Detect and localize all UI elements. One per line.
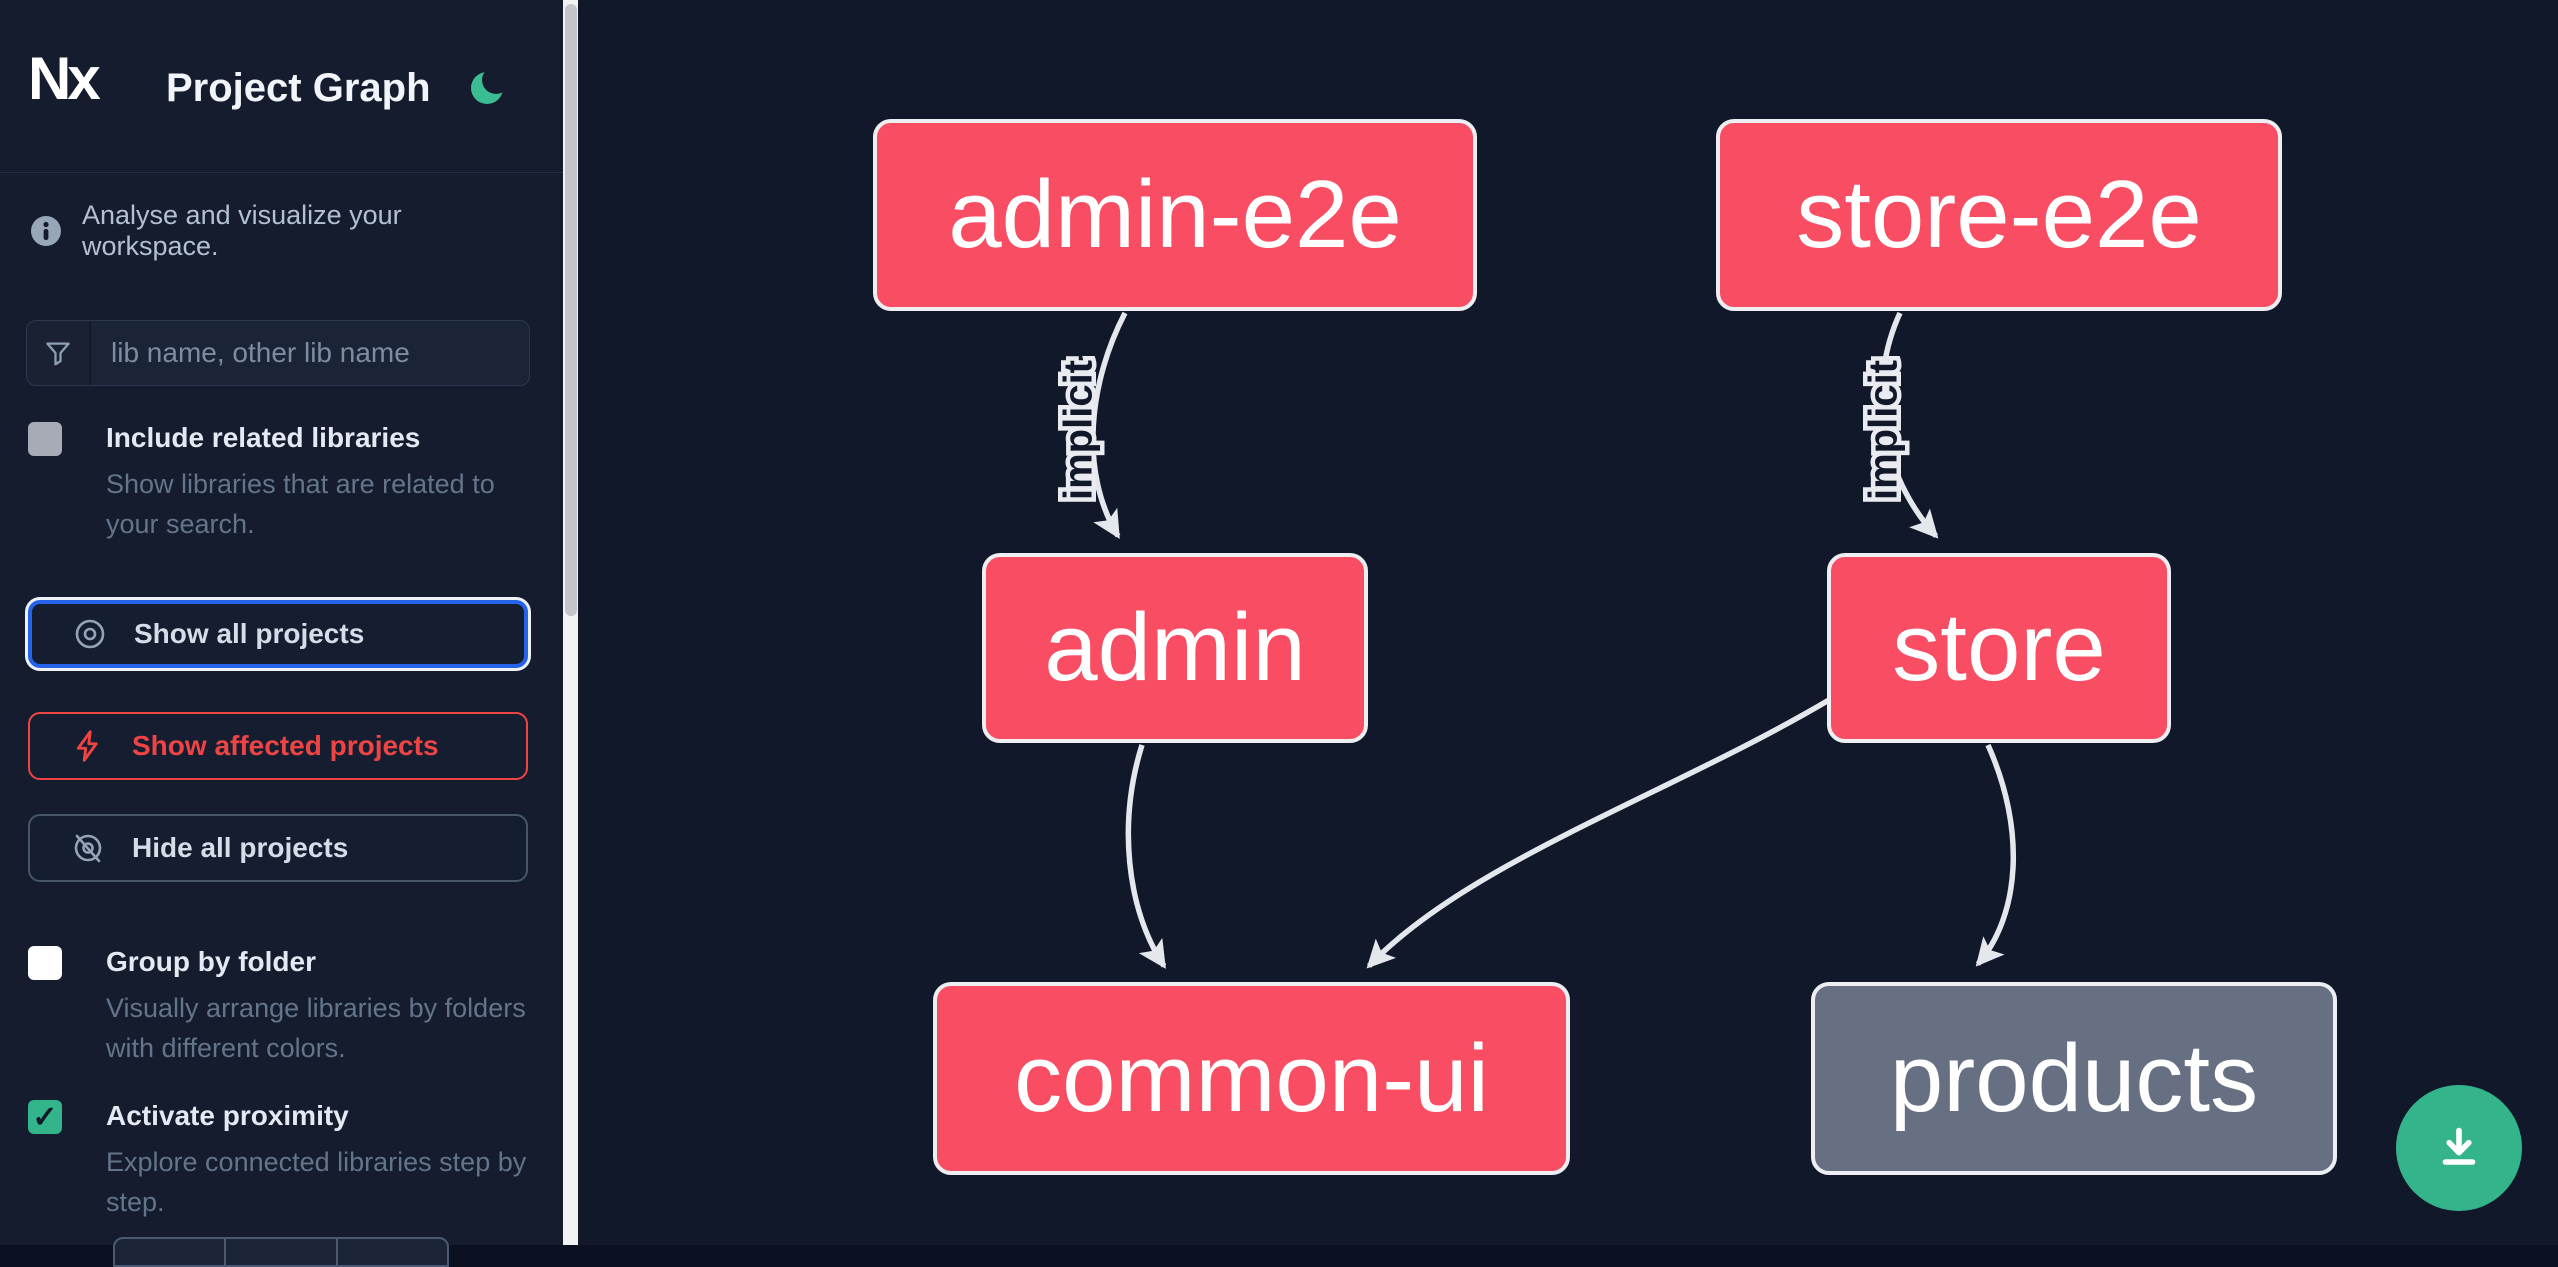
- page-title: Project Graph: [166, 66, 431, 110]
- toggle-label[interactable]: Activate proximity: [106, 1100, 349, 1131]
- toggle-activate-proximity: ✓ Activate proximity Explore connected l…: [28, 1098, 528, 1222]
- toggle-description: Explore connected libraries step by step…: [106, 1147, 527, 1217]
- search-box: [26, 320, 530, 386]
- sidebar: Nx Project Graph Analyse and visualize y…: [0, 0, 563, 1267]
- toggle-description: Show libraries that are related to your …: [106, 469, 495, 539]
- nx-logo[interactable]: Nx: [28, 45, 101, 112]
- eye-icon: [75, 619, 105, 649]
- graph-node-store-e2e[interactable]: store-e2e: [1716, 119, 2282, 311]
- depth-decrement-segment[interactable]: [115, 1239, 227, 1265]
- graph-edges-layer: implicit implicit: [1052, 311, 2017, 969]
- filter-funnel-icon: [27, 321, 91, 385]
- toggle-group-by-folder: Group by folder Visually arrange librari…: [28, 944, 528, 1068]
- graph-node-products[interactable]: products: [1811, 982, 2337, 1175]
- tagline-text: Analyse and visualize your workspace.: [82, 200, 402, 261]
- download-icon: [2442, 1127, 2476, 1165]
- edge-label-implicit: implicit: [1057, 360, 1101, 500]
- toggle-label[interactable]: Group by folder: [106, 946, 316, 977]
- button-label: Hide all projects: [132, 832, 349, 863]
- button-label: Show all projects: [134, 618, 365, 649]
- show-all-projects-button[interactable]: Show all projects: [28, 600, 528, 668]
- graph-edge-admin-to-common-ui: [1125, 744, 1167, 969]
- sidebar-scrollbar-thumb[interactable]: [564, 4, 577, 616]
- checkbox-include-related[interactable]: [28, 422, 62, 456]
- graph-edge-store-to-common-ui: [1366, 697, 1831, 969]
- toggle-label[interactable]: Include related libraries: [106, 422, 421, 453]
- toggle-description: Visually arrange libraries by folders wi…: [106, 993, 526, 1063]
- graph-node-admin[interactable]: admin: [982, 553, 1368, 743]
- graph-node-store[interactable]: store: [1827, 553, 2171, 743]
- proximity-depth-control[interactable]: [113, 1237, 449, 1267]
- graph-edge-admin-e2e-to-admin: [1090, 311, 1128, 539]
- depth-increment-segment[interactable]: [338, 1239, 447, 1265]
- depth-value-segment: [226, 1239, 338, 1265]
- sidebar-header: Nx Project Graph: [0, 0, 563, 173]
- checkbox-group-by-folder[interactable]: [28, 946, 62, 980]
- edge-label-implicit: implicit: [1862, 360, 1906, 500]
- graph-edge-store-to-products: [1975, 743, 2017, 967]
- show-affected-projects-button[interactable]: Show affected projects: [28, 712, 528, 780]
- hide-all-projects-button[interactable]: Hide all projects: [28, 814, 528, 882]
- info-icon: [31, 216, 61, 246]
- graph-canvas[interactable]: implicit implicit admin-e2e store-e2e admin…: [578, 0, 2558, 1245]
- toggle-include-related: Include related libraries Show libraries…: [28, 420, 528, 544]
- eye-off-icon: [74, 834, 102, 863]
- graph-node-common-ui[interactable]: common-ui: [933, 982, 1570, 1175]
- sidebar-scrollbar-track[interactable]: [563, 0, 578, 1245]
- graph-node-admin-e2e[interactable]: admin-e2e: [873, 119, 1477, 311]
- checkbox-activate-proximity[interactable]: ✓: [28, 1100, 62, 1134]
- graph-edge-store-e2e-to-store: [1879, 311, 1939, 539]
- bolt-icon: [76, 730, 98, 762]
- theme-toggle-moon-icon[interactable]: [468, 66, 510, 108]
- button-label: Show affected projects: [132, 730, 439, 761]
- search-input[interactable]: [91, 321, 529, 385]
- tagline-row: Analyse and visualize your workspace.: [30, 200, 540, 262]
- download-image-button[interactable]: [2396, 1085, 2522, 1211]
